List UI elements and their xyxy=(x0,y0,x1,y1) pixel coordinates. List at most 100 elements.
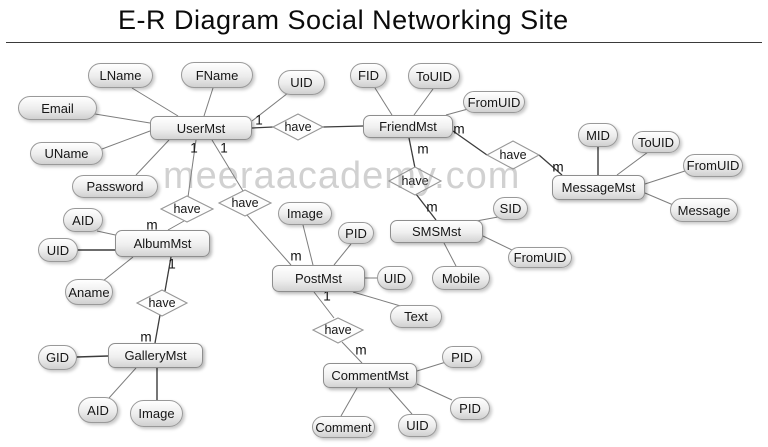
title-divider xyxy=(6,42,762,43)
cardinality-friend-sms-m2: m xyxy=(426,199,438,215)
cardinality-friend-message-m1: m xyxy=(453,121,465,137)
relationship-label-friend-sms: have xyxy=(401,174,429,188)
relationship-diamond-user-post xyxy=(217,189,273,217)
cardinality-album-gallery-m: m xyxy=(140,329,152,345)
attribute-fname-user: FName xyxy=(181,62,253,88)
relationship-label-friend-message: have xyxy=(499,148,527,162)
connector-pid1-commentmst xyxy=(416,361,447,372)
cardinality-user-album-m: m xyxy=(146,217,158,233)
connector-fromuid-friendmst xyxy=(445,108,469,116)
connector-pid2-commentmst xyxy=(416,383,453,401)
connector-usermst-have4 xyxy=(211,139,244,192)
attribute-aid-album: AID xyxy=(63,208,103,232)
connector-gid-gallerymst xyxy=(76,355,109,358)
connector-pid-postmst xyxy=(333,243,352,266)
relationship-label-album-gallery: have xyxy=(148,296,176,310)
attribute-gid-gallery: GID xyxy=(38,345,77,370)
connector-mobile-smsmst xyxy=(443,242,457,267)
connector-email-usermst xyxy=(94,113,151,124)
cardinality-post-comment-m: m xyxy=(355,342,367,358)
attribute-text-post: Text xyxy=(390,305,442,328)
cardinality-user-post-m: m xyxy=(290,248,302,264)
attribute-uid-post: UID xyxy=(377,266,413,290)
relationship-diamond-user-friend xyxy=(271,113,325,141)
attribute-sid-sms: SID xyxy=(493,197,528,220)
cardinality-user-friend-1: 1 xyxy=(255,112,263,128)
attribute-pid2-comment: PID xyxy=(450,397,490,420)
connector-usermst-have0 xyxy=(251,126,274,129)
cardinality-friend-sms-m1: m xyxy=(417,141,429,157)
connector-touid-friendmst xyxy=(413,88,434,116)
attribute-uid-comment: UID xyxy=(398,414,437,437)
relationship-label-user-friend: have xyxy=(284,120,312,134)
cardinality-album-gallery-1: 1 xyxy=(168,256,176,272)
connector-friendmst-have1 xyxy=(452,130,488,156)
cardinality-user-post-1: 1 xyxy=(220,140,228,156)
connector-uname-usermst xyxy=(101,130,151,150)
attribute-pid1-comment: PID xyxy=(442,346,482,368)
entity-usermst: UserMst xyxy=(150,116,252,140)
connector-have3-albummst xyxy=(167,220,185,231)
attribute-fromuid-sms: FromUID xyxy=(508,247,572,268)
relationship-diamond-album-gallery xyxy=(135,289,189,317)
connector-usermst-have3 xyxy=(187,139,197,198)
attribute-pid-post: PID xyxy=(338,222,374,244)
connector-uid-usermst xyxy=(251,92,289,122)
connector-fname-usermst xyxy=(203,87,214,117)
connector-aid-gallerymst xyxy=(108,367,137,399)
attribute-password-user: Password xyxy=(72,175,158,198)
relationship-diamond-user-album xyxy=(159,195,215,223)
connector-image-postmst xyxy=(302,224,314,266)
attribute-lname-user: LName xyxy=(88,63,153,88)
connector-postmst-have6 xyxy=(313,291,335,319)
attribute-uname-user: UName xyxy=(30,142,103,165)
relationship-diamond-friend-message xyxy=(485,140,541,170)
cardinality-friend-message-m2: m xyxy=(552,159,564,175)
connector-text-postmst xyxy=(352,291,405,308)
attribute-mobile-sms: Mobile xyxy=(432,266,490,290)
cardinality-post-comment-1: 1 xyxy=(323,288,331,304)
relationship-label-user-album: have xyxy=(173,202,201,216)
page-title: E-R Diagram Social Networking Site xyxy=(118,5,569,35)
attribute-comment-comment: Comment xyxy=(312,416,375,438)
attribute-fromuid-message: FromUID xyxy=(683,154,743,177)
connector-have5-gallerymst xyxy=(154,314,161,344)
attribute-uid-album: UID xyxy=(38,238,78,262)
relationship-diamond-post-comment xyxy=(311,317,365,344)
attribute-mid-message: MID xyxy=(578,123,618,147)
connector-fid-friendmst xyxy=(374,87,393,116)
entity-albummst: AlbumMst xyxy=(115,230,210,257)
attribute-aid-gallery: AID xyxy=(78,397,118,423)
attribute-message-message: Message xyxy=(670,198,738,222)
attribute-touid-friend: ToUID xyxy=(408,63,460,89)
relationship-diamond-friend-sms xyxy=(387,166,443,196)
entity-postmst: PostMst xyxy=(272,265,365,292)
connector-fromuid-messagemst xyxy=(644,169,689,185)
attribute-image-post: Image xyxy=(278,202,332,225)
attribute-aname-album: Aname xyxy=(65,279,113,305)
entity-messagemst: MessageMst xyxy=(552,175,645,200)
attribute-uid-user: UID xyxy=(278,70,325,95)
entity-smsmst: SMSMst xyxy=(390,220,483,243)
connector-touid-messagemst xyxy=(616,151,649,176)
cardinality-user-album-1: 1 xyxy=(190,140,198,156)
connector-have4-postmst xyxy=(246,214,292,266)
attribute-fromuid-friend: FromUID xyxy=(463,91,525,113)
connector-have6-commentmst xyxy=(341,341,363,364)
relationship-label-post-comment: have xyxy=(324,323,352,337)
connector-have0-friendmst xyxy=(322,125,364,128)
entity-gallerymst: GalleryMst xyxy=(108,343,203,368)
attribute-touid-message: ToUID xyxy=(632,131,680,153)
attribute-email-user: Email xyxy=(18,96,97,120)
relationship-label-user-post: have xyxy=(231,196,259,210)
connector-aname-albummst xyxy=(102,256,134,282)
connector-albummst-have5 xyxy=(164,256,172,292)
attribute-fid-friend: FID xyxy=(350,63,387,88)
connector-comment-commentmst xyxy=(340,387,358,417)
connector-fromuid-smsmst xyxy=(482,235,515,252)
connector-lname-usermst xyxy=(131,87,179,117)
entity-friendmst: FriendMst xyxy=(363,115,453,138)
connector-uid-commentmst xyxy=(388,387,413,415)
